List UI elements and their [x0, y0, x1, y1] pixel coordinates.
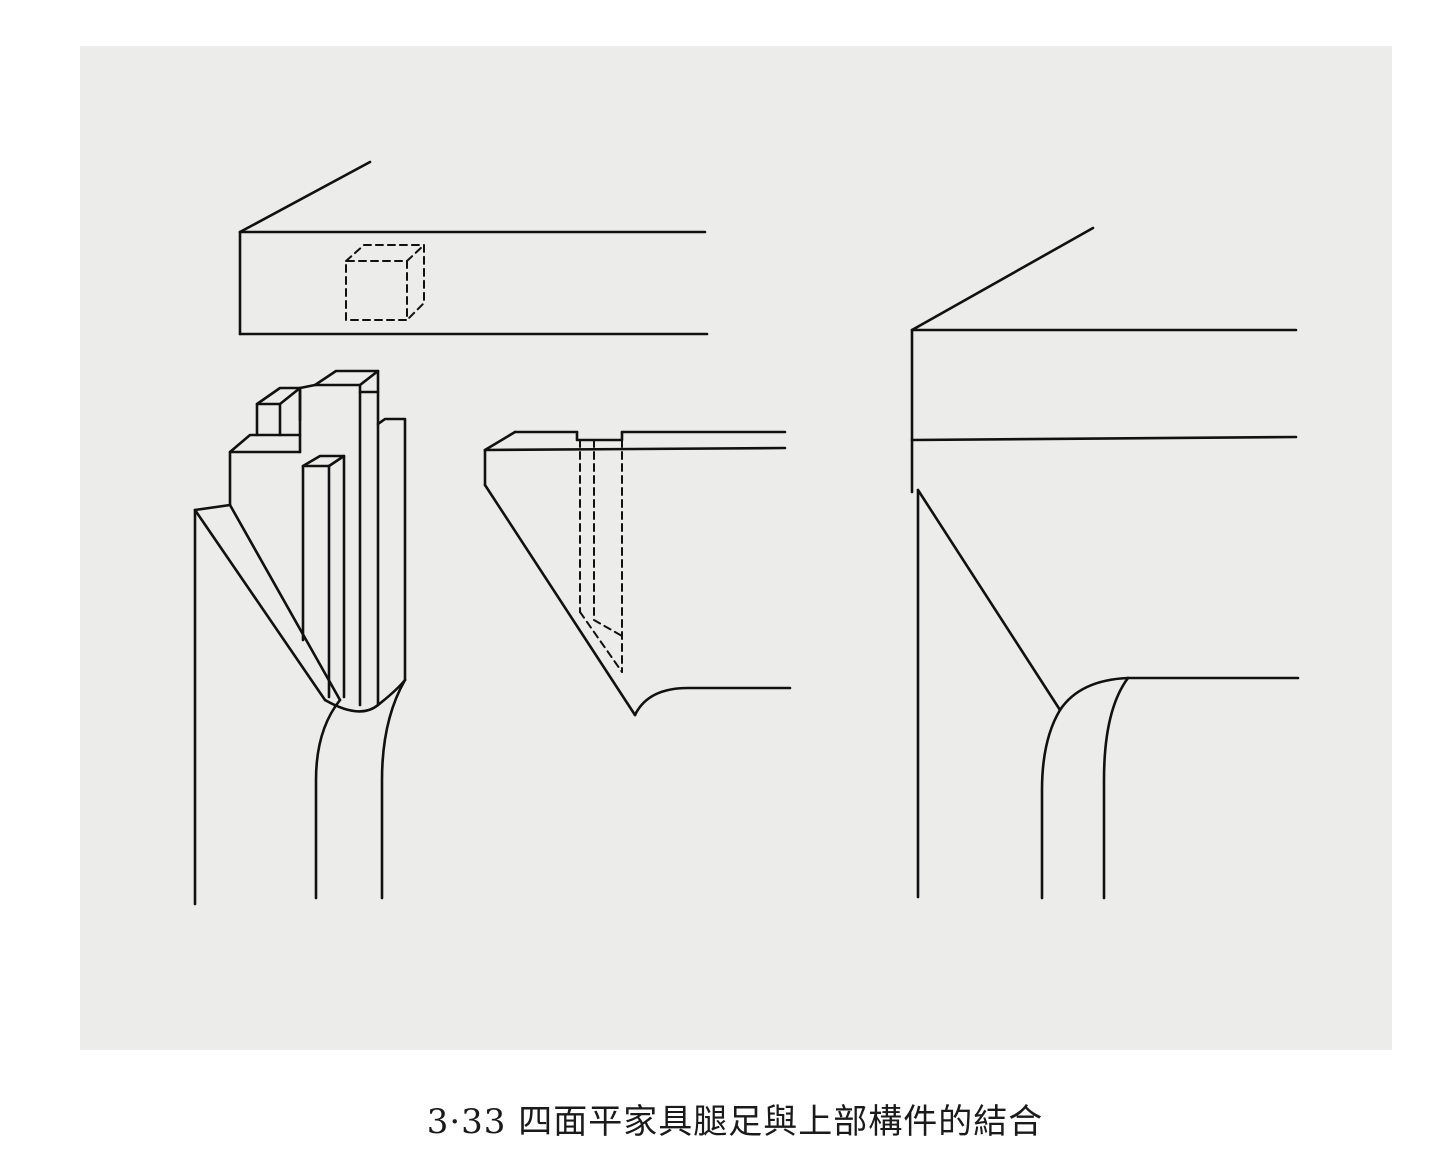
- leg-with-tenons: [193, 369, 407, 906]
- dashed-slot: [579, 439, 623, 673]
- assembled-joint: [910, 226, 1300, 900]
- joinery-diagram: [193, 160, 1300, 906]
- figure-panel: [80, 46, 1392, 1050]
- top-rail: [238, 160, 709, 336]
- apron-rail: [483, 430, 792, 717]
- dashed-mortise: [345, 244, 425, 321]
- figure-caption: 3·33 四面平家具腿足與上部構件的結合: [426, 1102, 1044, 1142]
